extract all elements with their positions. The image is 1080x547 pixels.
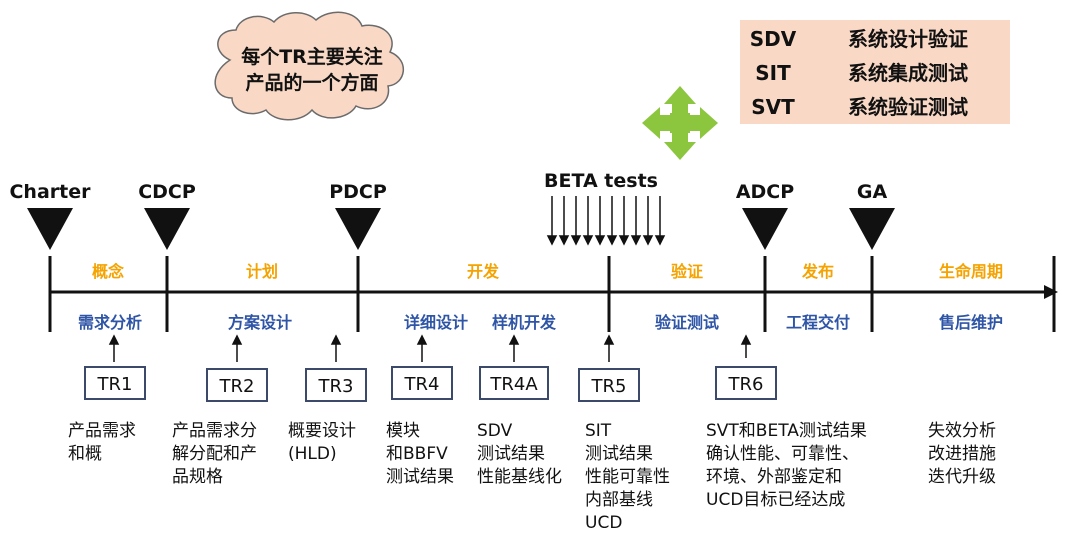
tr-box-tr5: TR5 [578, 368, 640, 402]
legend-code: SVT [751, 95, 795, 119]
beta-test-arrows [546, 196, 666, 246]
legend-desc: 系统设计验证 [848, 27, 968, 51]
timeline-arrowhead [1044, 285, 1058, 299]
activity-label-verification-test: 验证测试 [654, 313, 720, 332]
tr4a-description: SDV 测试结果 性能基线化 [477, 421, 562, 487]
milestone-label-pdcp: PDCP [329, 181, 387, 203]
legend-table: SDV 系统设计验证 SIT 系统集成测试 SVT 系统验证测试 [740, 20, 1010, 124]
tr-box-tr4a: TR4A [479, 366, 549, 400]
milestone-label-adcp: ADCP [735, 181, 795, 203]
tr1-description: 产品需求 和概 [68, 421, 136, 464]
tr-box-tr3: TR3 [305, 368, 367, 402]
legend-desc: 系统集成测试 [848, 61, 968, 85]
phase-label-concept: 概念 [91, 262, 125, 281]
legend-row-svt: SVT 系统验证测试 [740, 90, 1010, 124]
legend-code: SDV [749, 27, 797, 51]
milestone-triangle-pdcp [335, 208, 381, 250]
milestone-triangle-ga [849, 208, 895, 250]
activity-label-after-sales: 售后维护 [938, 313, 1004, 332]
activity-label-solution-design: 方案设计 [227, 313, 293, 332]
milestone-label-charter: Charter [9, 181, 91, 203]
milestone-label-cdcp: CDCP [138, 181, 196, 203]
four-way-arrow-icon [642, 86, 718, 160]
tr5-description: SIT 测试结果 性能可靠性 内部基线 UCD [585, 421, 670, 533]
tr-box-tr4: TR4 [391, 366, 453, 400]
activity-label-engineering-delivery: 工程交付 [785, 313, 851, 332]
legend-row-sit: SIT 系统集成测试 [740, 56, 1010, 90]
cloud-note-line-2: 产品的一个方面 [245, 72, 379, 94]
cloud-note-line-1: 每个TR主要关注 [241, 46, 383, 68]
activity-label-requirements: 需求分析 [77, 313, 143, 332]
phase-label-verify: 验证 [670, 262, 704, 281]
activity-label-prototype: 样机开发 [491, 313, 557, 332]
phase-dividers [48, 256, 1056, 332]
lifecycle-description: 失效分析 改进措施 迭代升级 [928, 421, 996, 487]
milestone-triangle-adcp [742, 208, 788, 250]
tr4-description: 模块 和BBFV 测试结果 [386, 421, 454, 487]
milestone-label-ga: GA [856, 181, 888, 203]
cloud-note: 每个TR主要关注 产品的一个方面 [222, 44, 402, 96]
phase-label-lifecycle: 生命周期 [938, 262, 1004, 281]
activity-label-detailed-design: 详细设计 [403, 313, 469, 332]
tr-box-tr6: TR6 [715, 366, 777, 400]
tr-box-tr1: TR1 [84, 366, 146, 400]
tr2-description: 产品需求分 解分配和产 品规格 [172, 421, 257, 487]
legend-code: SIT [755, 61, 791, 85]
phase-label-develop: 开发 [466, 262, 500, 281]
tr6-description: SVT和BETA测试结果 确认性能、可靠性、 环境、外部鉴定和 UCD目标已经达… [706, 421, 867, 510]
milestone-triangle-charter [27, 208, 73, 250]
beta-tests-label: BETA tests [544, 170, 658, 192]
legend-row-sdv: SDV 系统设计验证 [740, 22, 1010, 56]
phase-label-release: 发布 [801, 262, 835, 281]
milestone-triangle-cdcp [144, 208, 190, 250]
milestone-triangles [27, 208, 895, 250]
legend-desc: 系统验证测试 [848, 95, 968, 119]
tr-connector-arrows [108, 334, 752, 362]
cloud-shape [214, 11, 404, 121]
tr3-description: 概要设计 (HLD) [288, 421, 356, 464]
phase-label-plan: 计划 [245, 262, 279, 281]
tr-box-tr2: TR2 [206, 368, 268, 402]
